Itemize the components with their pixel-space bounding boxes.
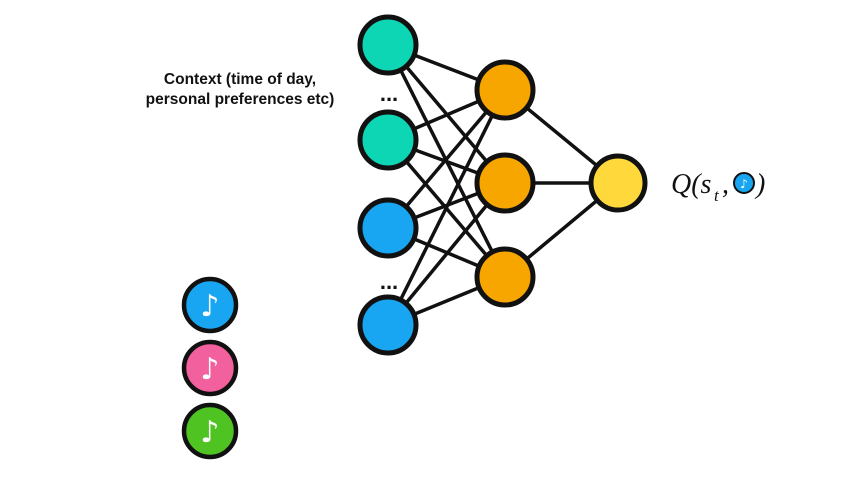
music-note-glyph-blue: ♪: [200, 289, 219, 324]
music-icon-blue-circle: [181, 276, 239, 334]
q-expression-suffix: ): [754, 169, 765, 200]
music-note-glyph-pink: ♪: [200, 352, 219, 387]
context-label-line2: personal preferences etc): [146, 91, 335, 108]
hidden-node-2: [474, 152, 536, 214]
music-icon-green: ♪: [181, 402, 239, 460]
hidden-node-1: [474, 59, 536, 121]
ellipsis-top: ...: [380, 81, 398, 106]
music-note-glyph-small: ♪: [740, 177, 748, 191]
music-icon-pink: ♪: [181, 339, 239, 397]
music-icon-pink-circle: [181, 339, 239, 397]
q-expression: Q(s t , ♪ ): [671, 169, 765, 205]
hidden-layer: [474, 59, 536, 308]
input-node-1: [357, 14, 419, 76]
edge-i4-h2: [386, 181, 507, 327]
context-label-line1: Context (time of day,: [164, 71, 316, 88]
music-icon-blue: ♪: [181, 276, 239, 334]
ellipsis-bottom: ...: [380, 269, 398, 294]
input-node-4: [357, 294, 419, 356]
q-expression-comma: ,: [722, 169, 729, 200]
music-icon-small-circle: [733, 172, 755, 194]
q-expression-prefix: Q(s: [671, 169, 712, 200]
q-expression-subscript: t: [714, 186, 720, 205]
output-node: [588, 153, 648, 213]
input-layer: [357, 14, 419, 356]
music-note-glyph-green: ♪: [200, 415, 219, 450]
hidden-node-3: [474, 246, 536, 308]
q-expression-music-icon: ♪: [733, 172, 755, 194]
music-icon-green-circle: [181, 402, 239, 460]
context-label: Context (time of day, personal preferenc…: [146, 71, 335, 108]
input-node-3: [357, 197, 419, 259]
input-node-2: [357, 109, 419, 171]
edge-i4-h1: [386, 89, 507, 326]
